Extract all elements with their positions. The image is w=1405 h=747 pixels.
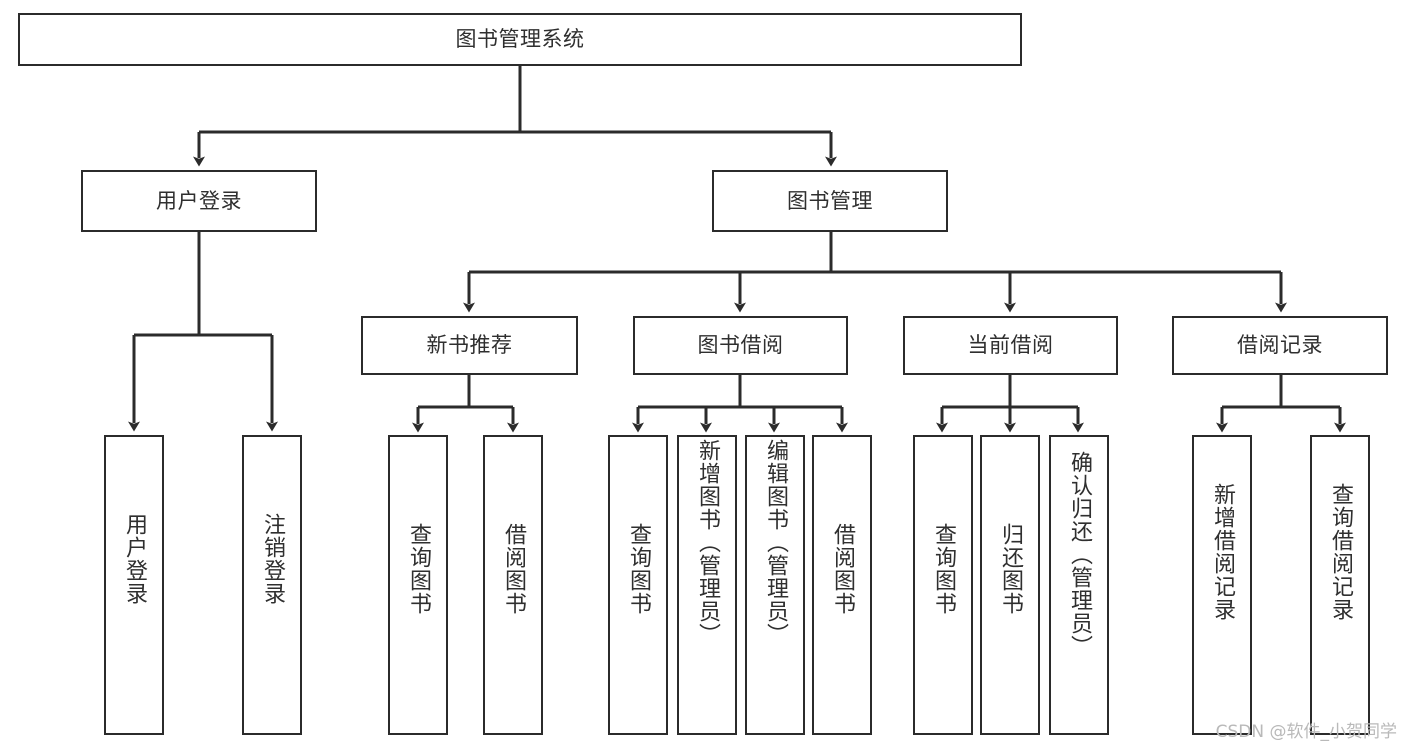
leaf-borrow-book-1-label: 借阅图书 <box>500 523 526 615</box>
leaf-add-book[interactable]: 新增图书（管理员） <box>677 435 737 735</box>
leaf-return-book-label: 归还图书 <box>997 523 1023 615</box>
node-new-book-recommend[interactable]: 新书推荐 <box>361 316 578 375</box>
leaf-add-record[interactable]: 新增借阅记录 <box>1192 435 1252 735</box>
leaf-borrow-book-2-label: 借阅图书 <box>829 523 855 615</box>
leaf-add-record-label: 新增借阅记录 <box>1209 483 1235 621</box>
leaf-query-book-2[interactable]: 查询图书 <box>608 435 668 735</box>
node-root-system[interactable]: 图书管理系统 <box>18 13 1022 66</box>
node-user-login-label: 用户登录 <box>156 188 242 213</box>
leaf-borrow-book-1[interactable]: 借阅图书 <box>483 435 543 735</box>
node-book-manage-label: 图书管理 <box>787 188 873 213</box>
leaf-query-book-3[interactable]: 查询图书 <box>913 435 973 735</box>
leaf-query-book-1[interactable]: 查询图书 <box>388 435 448 735</box>
leaf-query-book-1-label: 查询图书 <box>405 523 431 615</box>
leaf-return-book[interactable]: 归还图书 <box>980 435 1040 735</box>
node-book-borrow[interactable]: 图书借阅 <box>633 316 848 375</box>
leaf-confirm-return-label: 确认归还（管理员） <box>1066 451 1092 658</box>
node-borrow-record-label: 借阅记录 <box>1237 333 1323 358</box>
leaf-edit-book-label: 编辑图书（管理员） <box>762 439 788 646</box>
leaf-user-login-label: 用户登录 <box>121 513 147 605</box>
watermark-text: CSDN @软件_小贺同学 <box>1215 722 1397 742</box>
leaf-query-record-label: 查询借阅记录 <box>1327 483 1353 621</box>
leaf-edit-book[interactable]: 编辑图书（管理员） <box>745 435 805 735</box>
leaf-borrow-book-2[interactable]: 借阅图书 <box>812 435 872 735</box>
leaf-query-book-3-label: 查询图书 <box>930 523 956 615</box>
leaf-query-book-2-label: 查询图书 <box>625 523 651 615</box>
node-current-borrow[interactable]: 当前借阅 <box>903 316 1118 375</box>
leaf-confirm-return[interactable]: 确认归还（管理员） <box>1049 435 1109 735</box>
node-borrow-record[interactable]: 借阅记录 <box>1172 316 1388 375</box>
node-new-book-recommend-label: 新书推荐 <box>426 333 513 358</box>
leaf-logout-label: 注销登录 <box>259 513 285 605</box>
node-root-system-label: 图书管理系统 <box>455 27 585 52</box>
leaf-logout[interactable]: 注销登录 <box>242 435 302 735</box>
node-book-manage[interactable]: 图书管理 <box>712 170 948 232</box>
leaf-query-record[interactable]: 查询借阅记录 <box>1310 435 1370 735</box>
leaf-add-book-label: 新增图书（管理员） <box>694 439 720 646</box>
node-user-login[interactable]: 用户登录 <box>81 170 317 232</box>
node-book-borrow-label: 图书借阅 <box>697 333 784 358</box>
leaf-user-login[interactable]: 用户登录 <box>104 435 164 735</box>
node-current-borrow-label: 当前借阅 <box>967 333 1054 358</box>
